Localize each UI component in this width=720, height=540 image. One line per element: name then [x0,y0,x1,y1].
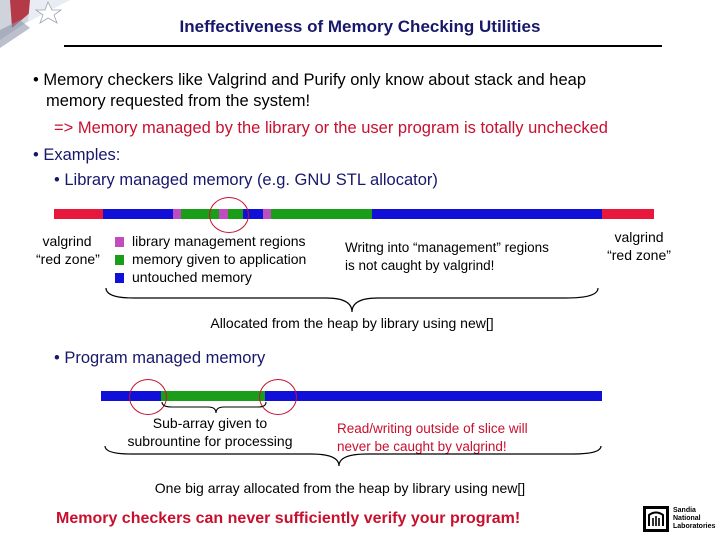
slice-label-line2: subrountine for processing [127,433,293,449]
bullet-library-managed: • Library managed memory (e.g. GNU STL a… [54,171,438,189]
allocation-brace-label: Allocated from the heap by library using… [210,315,494,331]
logo-line3: Laboratories [673,523,716,530]
app-memory-segment [271,209,372,219]
slice-warning-line1: Read/writing outside of slice will [337,421,528,436]
untouched-segment [243,209,263,219]
untouched-segment [372,209,602,219]
right-red-zone-label-line1: valgrind [614,229,664,245]
library-memory-bar [54,209,654,219]
legend-label-untouched: untouched memory [132,269,252,285]
slice-label: Sub-array given to subrountine for proce… [110,414,310,450]
sandia-logo-mark [643,506,669,532]
slice-segment [161,391,265,401]
right-red-zone-label: valgrind “red zone” [598,228,680,264]
management-note-line2: is not caught by valgrind! [345,258,495,273]
legend-item-untouched: untouched memory [115,268,306,286]
title-underline [64,45,662,47]
slice-warning-note: Read/writing outside of slice will never… [337,420,528,456]
legend-swatch-untouched [115,273,124,283]
library-region-segment [263,209,271,219]
bullet-program-managed: • Program managed memory [54,349,266,367]
legend-item-application: memory given to application [115,250,306,268]
right-red-zone-label-line2: “red zone” [607,247,671,263]
slice-warning-line2: never be caught by valgrind! [337,439,507,454]
left-red-zone-label: valgrind “red zone” [36,232,100,268]
logo-line1: Sandia [673,507,696,514]
management-region-note: Writng into “management” regions is not … [345,239,549,275]
sandia-logo-text: Sandia National Laboratories [673,507,715,531]
slice-label-line1: Sub-array given to [152,415,268,431]
bullet-memory-checkers-line1: • Memory checkers like Valgrind and Puri… [33,71,586,89]
left-red-zone-label-line1: valgrind [42,233,92,249]
library-region-segment [173,209,181,219]
app-memory-segment [181,209,219,219]
slice-brace [161,401,267,414]
array-brace-label: One big array allocated from the heap by… [154,480,526,496]
legend-item-library: library management regions [115,232,306,250]
allocation-brace [105,287,599,313]
bullet-unchecked-note: => Memory managed by the library or the … [54,119,608,137]
memory-legend: library management regions memory given … [115,232,306,286]
red-zone-left [54,209,103,219]
array-segment [265,391,602,401]
red-zone-right [602,209,654,219]
array-brace [104,445,602,467]
highlight-circle [209,197,249,233]
legend-swatch-library [115,237,124,247]
left-red-zone-label-line2: “red zone” [36,251,100,267]
management-note-line1: Writng into “management” regions [345,240,549,255]
sandia-thunderbird-icon [646,509,666,529]
bullet-examples: • Examples: [33,146,121,164]
flag-corner-decoration [0,0,70,48]
program-memory-bar [101,391,602,401]
logo-line2: National [673,515,701,522]
page-title: Ineffectiveness of Memory Checking Utili… [179,17,541,36]
legend-label-library: library management regions [132,233,306,249]
legend-swatch-application [115,255,124,265]
legend-label-application: memory given to application [132,251,307,267]
conclusion-text: Memory checkers can never sufficiently v… [56,510,521,527]
slice-start-circle [129,379,167,415]
slice-end-circle [259,379,297,415]
untouched-segment [103,209,173,219]
bullet-memory-checkers-line2: memory requested from the system! [46,92,311,110]
